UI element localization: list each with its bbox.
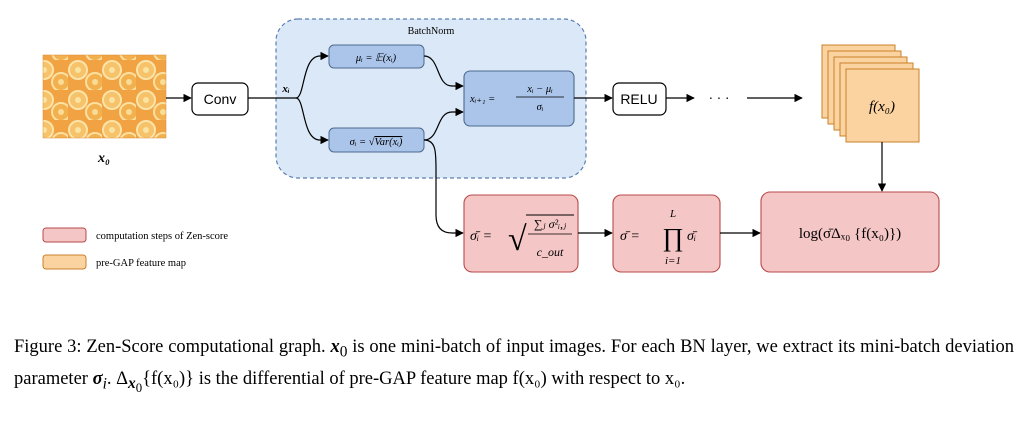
caption-part1: Figure 3: Zen-Score computational graph. (14, 337, 331, 357)
arrow-sigma-norm (423, 107, 464, 141)
arrow-sigma-sigmabar (423, 139, 464, 238)
relu-box (612, 82, 667, 116)
arrow-mu-norm (423, 55, 464, 91)
product-lhs: σ̄ = (620, 229, 640, 244)
product-operator: ∏ (662, 223, 683, 252)
input-image (42, 54, 167, 139)
arrow-to-sigma (295, 97, 329, 145)
product-top: L (669, 208, 676, 220)
sigma-bar-numerator: ∑ⱼ σ²ᵢ,ⱼ (534, 217, 567, 231)
norm-lhs: xᵢ₊₁ = (469, 94, 495, 105)
conv-label: Conv (204, 91, 237, 107)
xi-label: xᵢ (281, 83, 290, 95)
log-formula: log(σ̄Δₓ₀ {f(x₀)}) (799, 226, 901, 242)
legend-swatch-orange (42, 254, 87, 270)
legend-label-feature-map: pre-GAP feature map (96, 258, 186, 269)
relu-label: RELU (620, 91, 657, 107)
norm-numerator: xᵢ − μᵢ (526, 84, 553, 95)
legend-swatch-pink (42, 227, 87, 243)
feature-map-stack (821, 44, 920, 143)
figure-caption: Figure 3: Zen-Score computational graph.… (14, 337, 1014, 396)
input-label: x₀ (97, 151, 110, 166)
arrow-to-mu (295, 51, 329, 99)
feature-map-label: f(x₀) (869, 99, 895, 115)
caption-x0: x (330, 337, 340, 357)
caption-part4: {f(x₀)} is the differential of pre-GAP f… (142, 368, 686, 389)
mu-formula: μᵢ = 𝔼(xᵢ) (355, 53, 397, 64)
legend: computation steps of Zen-score pre-GAP f… (42, 227, 228, 270)
sigma-bar-root: √ (508, 221, 527, 258)
legend-label-computation: computation steps of Zen-score (96, 231, 228, 242)
caption-part3: . Δ (106, 368, 128, 389)
caption-sigma: σ (92, 368, 103, 389)
norm-denominator: σᵢ (537, 102, 544, 113)
ellipsis: · · · (709, 92, 730, 107)
product-bottom: i=1 (665, 255, 681, 267)
log-box (760, 191, 940, 273)
sigma-formula: σᵢ = √Var(xᵢ) (350, 136, 403, 148)
zen-score-diagram: x₀ BatchNorm Conv xᵢ μᵢ = 𝔼(xᵢ) σᵢ = √Va… (42, 18, 940, 273)
conv-box (191, 82, 249, 116)
sigma-bar-denominator: c_out (537, 245, 564, 259)
sigma-bar-lhs: σ̄ᵢ = (470, 229, 492, 244)
product-rhs: σ̄ᵢ (687, 229, 698, 244)
caption-part2: is one mini-batch of input images. For e… (14, 337, 1014, 389)
batchnorm-title: BatchNorm (408, 26, 455, 37)
